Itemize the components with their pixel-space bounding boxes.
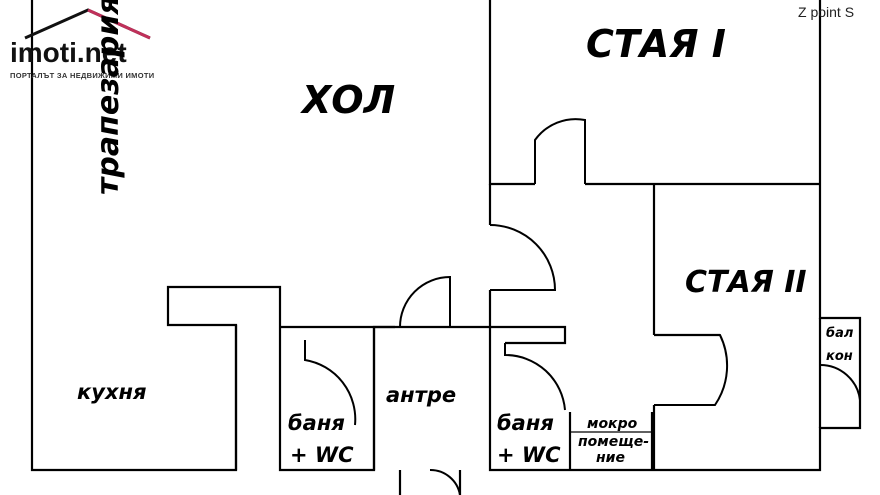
label-banya-left-2: + WC — [290, 443, 354, 467]
label-antre: антре — [386, 383, 456, 407]
door-balcony — [819, 363, 861, 401]
label-balkon-1: бал — [826, 326, 854, 341]
label-kuhnya: кухня — [77, 380, 146, 404]
label-banya-right-2: + WC — [497, 443, 561, 467]
logo-name: imoti.net — [10, 37, 127, 68]
walls — [30, 0, 862, 495]
logo-roof-accent-icon — [87, 8, 151, 40]
logo-tagline: ПОРТАЛЪТ ЗА НЕДВИЖИМИ ИМОТИ — [10, 71, 154, 80]
label-hol: ХОЛ — [300, 78, 395, 122]
watermark: Z point S — [798, 4, 854, 20]
door-staya2 — [654, 334, 729, 406]
door-staya1 — [534, 118, 586, 184]
room-labels: ХОЛ СТАЯ I СТАЯ II трапезария кухня антр… — [77, 0, 854, 467]
label-banya-left-1: баня — [288, 411, 345, 435]
logo-roof-icon — [24, 8, 151, 40]
label-banya-right-1: баня — [497, 411, 554, 435]
label-mokro-1: мокро — [587, 416, 638, 432]
label-mokro-3: ние — [596, 450, 625, 466]
logo: imoti.net ПОРТАЛЪТ ЗА НЕДВИЖИМИ ИМОТИ — [10, 8, 154, 80]
door-banya-right — [504, 343, 566, 411]
door-banya-left — [304, 340, 357, 426]
label-staya1: СТАЯ I — [586, 22, 726, 66]
door-entrance — [429, 468, 461, 495]
label-staya2: СТАЯ II — [685, 265, 807, 300]
label-mokro-2: помеще- — [578, 434, 649, 450]
wall-corridor-right-2 — [488, 290, 567, 345]
label-trapezaria: трапезария — [91, 0, 126, 195]
label-balkon-2: кон — [826, 349, 853, 364]
wall-hol-staya1 — [488, 0, 535, 186]
doors — [304, 118, 861, 495]
door-corridor — [489, 224, 557, 291]
door-antre — [399, 275, 451, 328]
